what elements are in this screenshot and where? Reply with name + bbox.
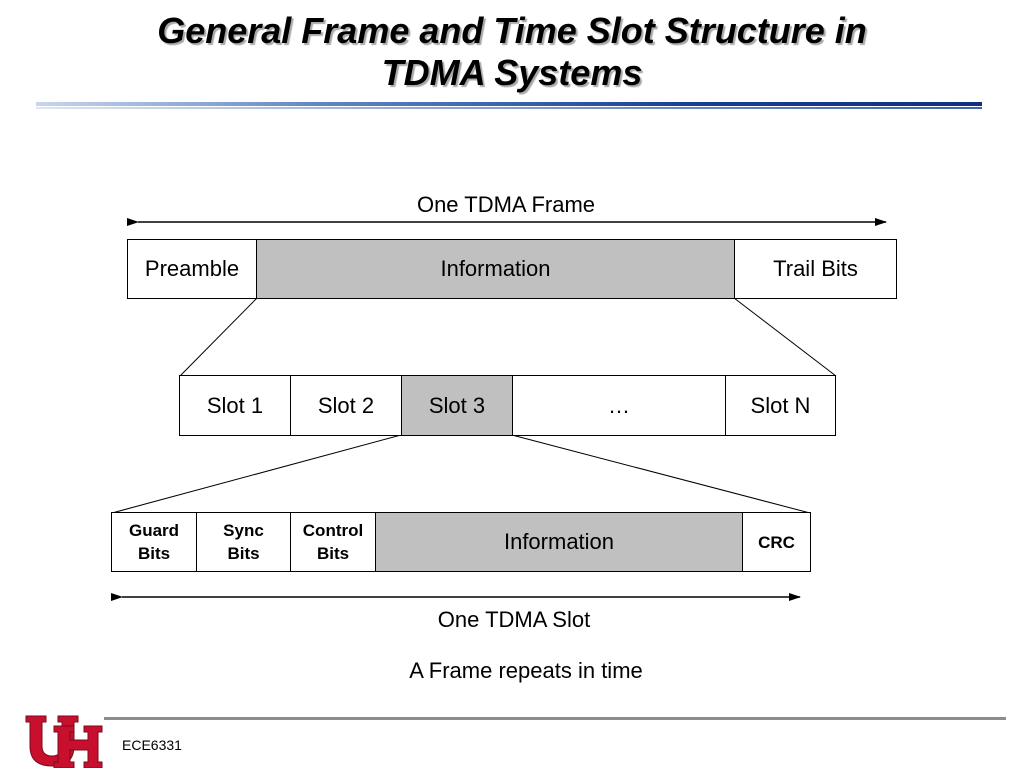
zoom-line-slot-left (111, 434, 402, 514)
course-code: ECE6331 (122, 737, 182, 753)
slot-field-guard-bits: Guard Bits (111, 512, 197, 572)
slide-title-line2: TDMA Systems (381, 52, 643, 93)
title-underline (36, 102, 982, 111)
slide-title-line1: General Frame and Time Slot Structure in (157, 10, 867, 51)
slot-3: Slot 3 (401, 375, 513, 436)
frame-field-information: Information (256, 239, 735, 299)
zoom-line-frame-left (179, 297, 258, 377)
university-logo (25, 715, 103, 768)
slide-title: General Frame and Time Slot Structure in… (20, 10, 1004, 94)
slot-field-control-bits: Control Bits (290, 512, 376, 572)
repeat-note: A Frame repeats in time (409, 658, 643, 683)
frame-field-trail-bits: Trail Bits (734, 239, 897, 299)
slot-ellipsis: … (512, 375, 726, 436)
sync-bits-line2: Bits (227, 544, 260, 563)
slot-2: Slot 2 (290, 375, 402, 436)
slot-field-information: Information (375, 512, 743, 572)
zoom-line-frame-right (733, 297, 837, 377)
slot-1: Slot 1 (179, 375, 291, 436)
zoom-line-slot-right (511, 434, 811, 514)
control-bits-line1: Control (302, 521, 364, 540)
guard-bits-line1: Guard (128, 521, 180, 540)
slot-span-label: One TDMA Slot (437, 607, 591, 632)
slot-field-crc: CRC (742, 512, 811, 572)
logo-letter-h (53, 725, 103, 768)
sync-bits-line1: Sync (223, 521, 264, 540)
frame-span-label: One TDMA Frame (416, 192, 596, 217)
guard-bits-line2: Bits (137, 544, 171, 563)
footer-rule (104, 717, 1006, 720)
title-underline-thin (36, 107, 982, 109)
slot-field-sync-bits: Sync Bits (196, 512, 291, 572)
title-underline-thick (36, 102, 982, 106)
control-bits-line2: Bits (316, 544, 350, 563)
frame-field-preamble: Preamble (127, 239, 257, 299)
slot-n: Slot N (725, 375, 836, 436)
